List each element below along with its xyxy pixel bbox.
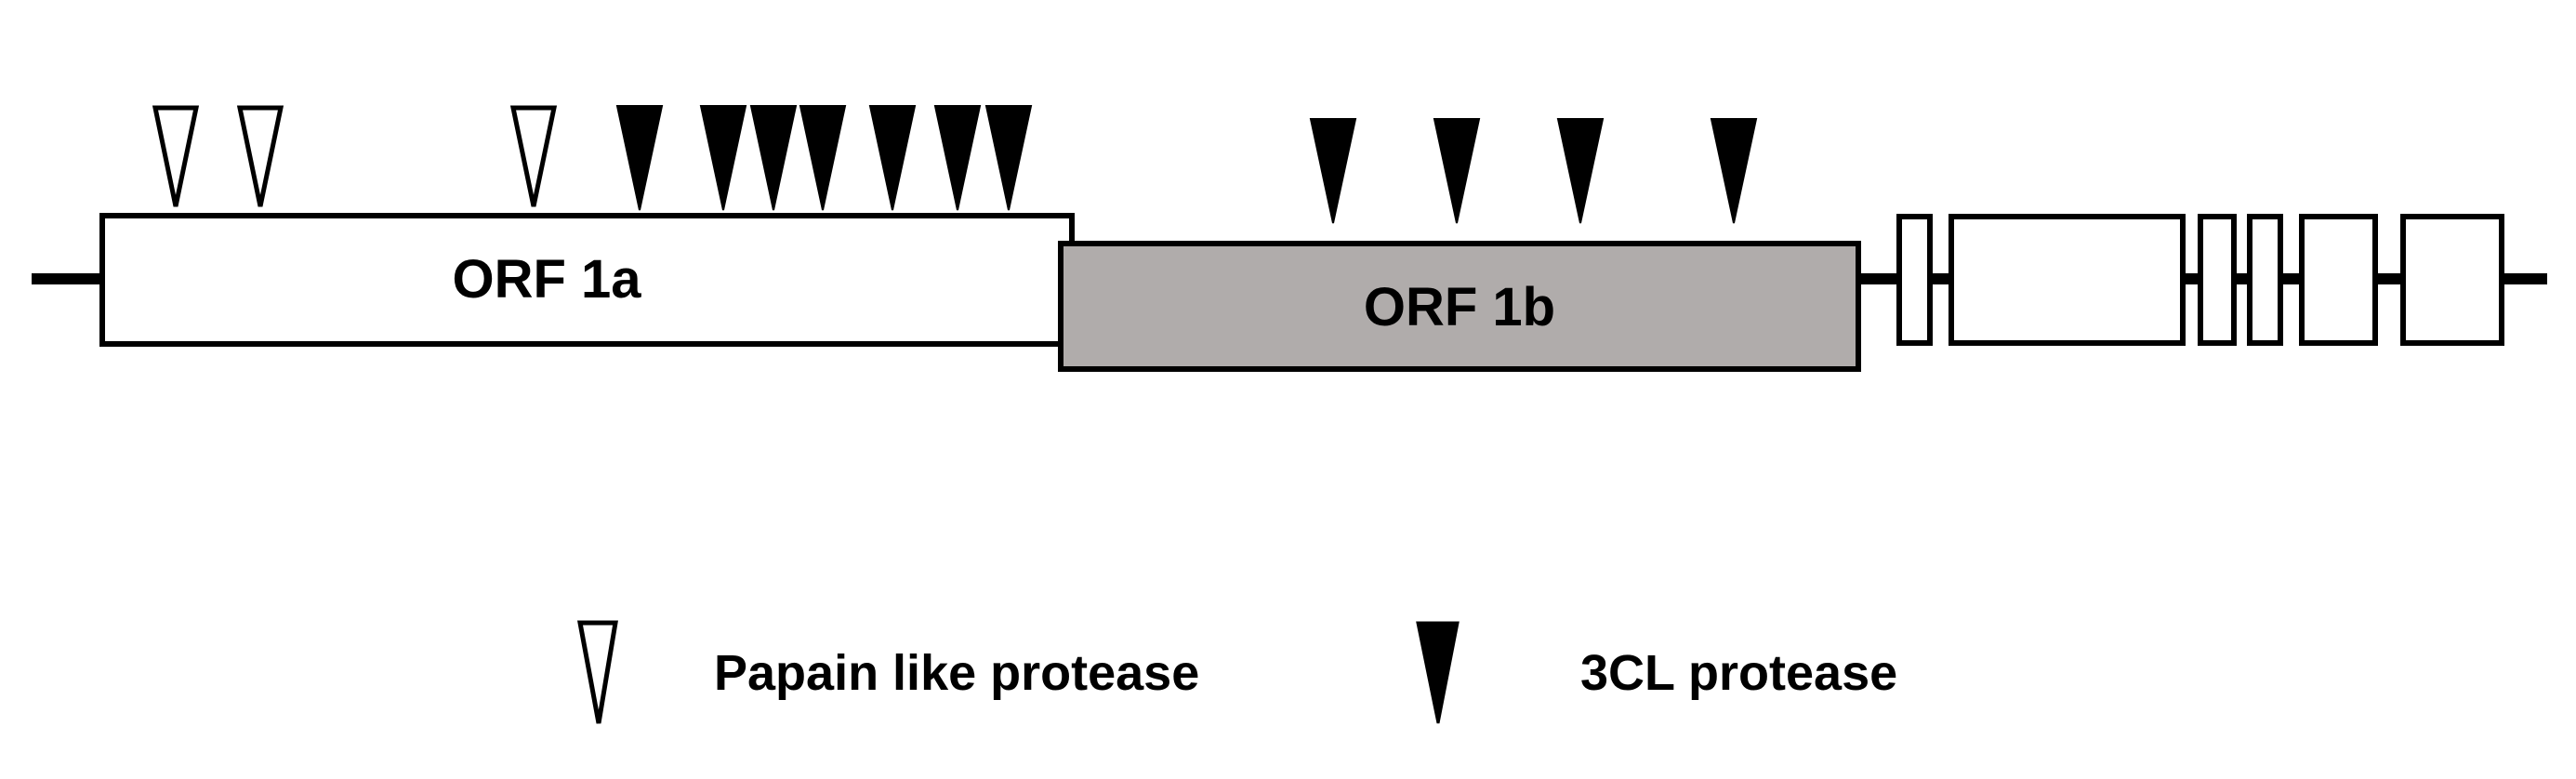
filled-down-triangle-icon xyxy=(1433,118,1481,224)
downstream-orf-box xyxy=(2299,214,2378,346)
cleavage-site-markers xyxy=(152,105,1758,224)
open-down-triangle-icon xyxy=(509,105,558,207)
filled-down-triangle-icon xyxy=(699,105,747,211)
legend-3cl-label: 3CL protease xyxy=(1580,645,1897,701)
filled-down-triangle-icon xyxy=(984,105,1033,211)
open-down-triangle-icon xyxy=(152,105,200,207)
filled-down-triangle-icon xyxy=(933,105,982,211)
filled-down-triangle-icon xyxy=(1710,118,1758,224)
downstream-orf-box xyxy=(2247,214,2283,346)
downstream-orf-box xyxy=(2400,214,2504,346)
filled-down-triangle-icon xyxy=(799,105,847,211)
filled-down-triangle-icon xyxy=(749,105,798,211)
open-down-triangle-icon xyxy=(576,620,618,724)
filled-down-triangle-icon xyxy=(868,105,917,211)
orf1a-label: ORF 1a xyxy=(452,249,641,310)
downstream-orf-box xyxy=(1896,214,1933,346)
legend: Papain like protease 3CL protease xyxy=(576,620,1897,724)
legend-papain-label: Papain like protease xyxy=(714,645,1199,701)
open-down-triangle-icon xyxy=(236,105,284,207)
orf1b-label: ORF 1b xyxy=(1364,277,1555,337)
filled-down-triangle-icon xyxy=(1416,621,1460,724)
filled-down-triangle-icon xyxy=(615,105,664,211)
downstream-orf-box xyxy=(2198,214,2237,346)
filled-down-triangle-icon xyxy=(1309,118,1357,224)
downstream-orf-box xyxy=(1949,214,2186,346)
filled-down-triangle-icon xyxy=(1556,118,1605,224)
orf1b-box xyxy=(1058,241,1861,372)
